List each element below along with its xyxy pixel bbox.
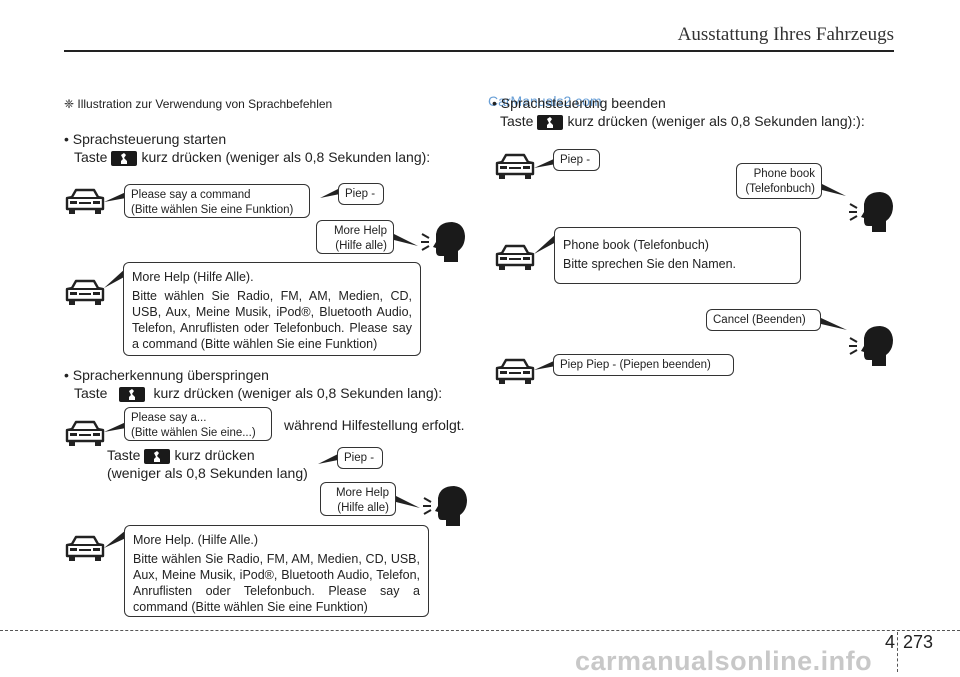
speaking-head-icon [420, 220, 466, 264]
car-icon [64, 534, 106, 564]
start-text-post: kurz drücken (weniger als 0,8 Sekunden l… [141, 149, 431, 165]
bubble-tail [394, 234, 418, 246]
bubble-tail [318, 454, 338, 464]
prompt-bubble-line1: Please say a command [131, 189, 251, 201]
piep-bubble: Piep - [553, 149, 600, 171]
help-bubble: More Help. (Hilfe Alle.) Bitte wählen Si… [124, 525, 429, 617]
help-bubble-title: More Help. (Hilfe Alle.) [133, 533, 259, 547]
more-help-bubble: More Help (Hilfe alle) [320, 482, 396, 516]
help-bubble-body: Bitte wählen Sie Radio, FM, AM, Medien, … [133, 552, 420, 614]
help-bubble: More Help (Hilfe Alle). Bitte wählen Sie… [123, 262, 421, 356]
press-text-pre: Taste [107, 447, 141, 463]
cancel-bubble: Cancel (Beenden) [706, 309, 821, 331]
bubble-tail [104, 530, 126, 548]
prompt-short-line2: (Bitte wählen Sie eine...) [131, 427, 256, 439]
car-icon [64, 187, 106, 217]
voice-key-icon [144, 448, 171, 464]
skip-instruction: Taste kurz drücken (weniger als 0,8 Sekun… [74, 384, 442, 402]
voice-key-icon [111, 150, 138, 166]
speaking-head-icon [848, 190, 894, 234]
page-number: 273 [903, 632, 934, 652]
start-instruction: Taste kurz drücken (weniger als 0,8 Sekun… [74, 148, 430, 166]
bubble-tail [396, 496, 420, 508]
more-help-line2: (Hilfe alle) [335, 240, 387, 252]
phone-book-line1: Phone book [753, 168, 815, 180]
header-title: Ausstattung Ihres Fahrzeugs [677, 24, 894, 45]
speaking-head-icon [848, 324, 894, 368]
bubble-tail [822, 184, 846, 196]
car-icon [64, 419, 106, 449]
header-rule [64, 50, 894, 52]
more-help-line2: (Hilfe alle) [337, 502, 389, 514]
piep-bubble: Piep - [338, 183, 384, 205]
car-icon [494, 357, 536, 387]
phone-book-line2: (Telefonbuch) [745, 183, 815, 195]
voice-key-icon [537, 114, 564, 130]
more-help-line1: More Help [335, 487, 389, 499]
piep-piep-bubble: Piep Piep - (Piepen beenden) [553, 354, 734, 376]
more-help-bubble: More Help (Hilfe alle) [316, 220, 394, 254]
car-icon [494, 243, 536, 273]
illustration-note: ❈ Illustration zur Verwendung von Sprach… [64, 97, 333, 111]
start-heading: • Sprachsteuerung starten [64, 131, 227, 147]
end-instruction: Taste kurz drücken (weniger als 0,8 Sekun… [500, 112, 865, 130]
bubble-tail [821, 318, 847, 330]
end-heading: • Sprachsteuerung beenden [492, 95, 666, 111]
car-icon [494, 152, 536, 182]
footer-divider [0, 630, 960, 631]
press-text-post: kurz drücken [174, 447, 255, 463]
bubble-tail [104, 268, 126, 288]
press-duration-text: (weniger als 0,8 Sekunden lang) [107, 465, 308, 481]
prompt-short-line1: Please say a... [131, 412, 207, 424]
piep-bubble: Piep - [337, 447, 383, 469]
voice-key-icon [119, 386, 146, 402]
help-bubble-body: Bitte wählen Sie Radio, FM, AM, Medien, … [132, 289, 412, 351]
bubble-tail [104, 422, 126, 432]
phone-book-bubble: Phone book (Telefonbuch) [736, 163, 822, 199]
skip-text-pre: Taste [74, 385, 108, 401]
bubble-tail [320, 188, 340, 198]
bubble-tail [534, 234, 556, 254]
end-text-pre: Taste [500, 113, 534, 129]
speaking-head-icon [422, 484, 468, 528]
more-help-line1: More Help [333, 225, 387, 237]
press-key-instruction: Taste kurz drücken [107, 446, 255, 464]
phone-book-response-bubble: Phone book (Telefonbuch) Bitte sprechen … [554, 227, 801, 284]
chapter-number: 4 [885, 632, 896, 652]
end-text-post: kurz drücken (weniger als 0,8 Sekunden l… [567, 113, 865, 129]
start-text-pre: Taste [74, 149, 108, 165]
page-number-divider [897, 632, 899, 672]
prompt-bubble: Please say a command (Bitte wählen Sie e… [124, 184, 310, 218]
help-bubble-title: More Help (Hilfe Alle). [132, 270, 254, 284]
car-icon [64, 278, 106, 308]
prompt-bubble-line2: (Bitte wählen Sie eine Funktion) [131, 204, 294, 216]
phone-book-response-line2: Bitte sprechen Sie den Namen. [563, 257, 737, 271]
while-help-text: während Hilfestellung erfolgt. [284, 417, 465, 433]
bubble-tail [534, 158, 556, 168]
skip-text-post: kurz drücken (weniger als 0,8 Sekunden l… [153, 385, 443, 401]
skip-heading: • Spracherkennung überspringen [64, 367, 269, 383]
prompt-bubble-short: Please say a... (Bitte wählen Sie eine..… [124, 407, 272, 441]
phone-book-response-line1: Phone book (Telefonbuch) [563, 238, 709, 252]
watermark-top: CarManuals2.com [488, 93, 602, 109]
bubble-tail [104, 192, 126, 202]
watermark-bottom: carmanualsonline.info [575, 646, 873, 676]
bubble-tail [534, 360, 556, 370]
